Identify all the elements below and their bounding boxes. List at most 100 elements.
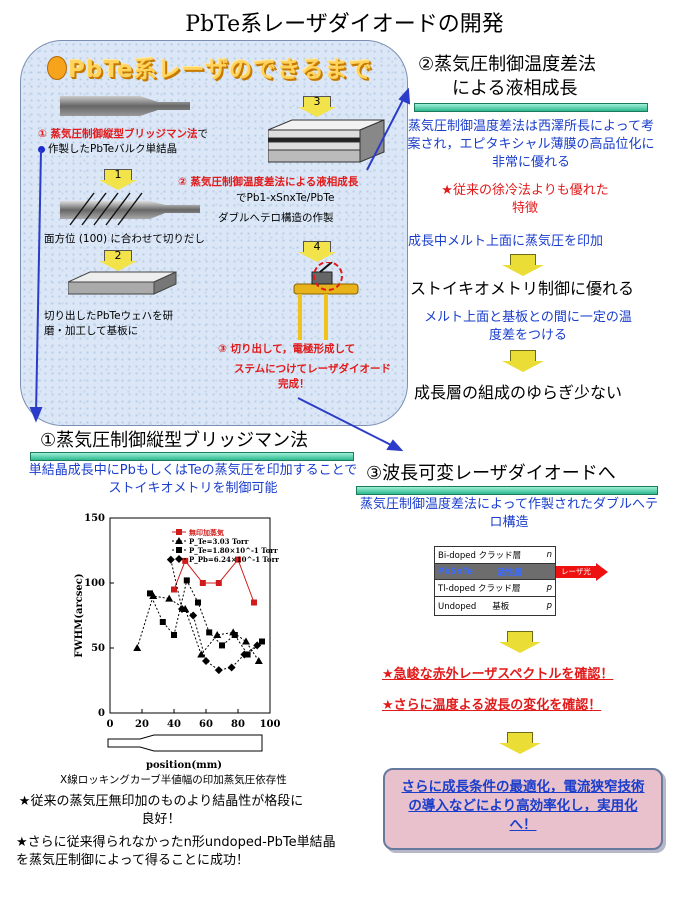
step1-desc: 作製したPbTeバルク単結晶 bbox=[48, 143, 178, 155]
legend-label: 無印加蒸気 bbox=[189, 528, 224, 537]
layer-middle: 基板 bbox=[492, 602, 510, 612]
section2-desc: 蒸気圧制御温度差法は西澤所長によって考案され，エピタキシャル薄膜の高品位化に非常… bbox=[407, 119, 655, 170]
data-point bbox=[159, 619, 166, 625]
data-point bbox=[197, 650, 206, 658]
data-point bbox=[175, 555, 183, 563]
x-tick-label: 40 bbox=[167, 719, 181, 730]
flow-step-2: ストイキオメトリ制御に優れる bbox=[410, 279, 635, 298]
data-point bbox=[240, 650, 249, 659]
step2-formula: でPb1-xSnxTe/PbTe bbox=[236, 192, 335, 204]
data-point bbox=[251, 599, 257, 606]
section1-heading: ①蒸気圧制御縦型ブリッジマン法 bbox=[40, 430, 309, 451]
data-point bbox=[165, 594, 174, 602]
step-arrow-icon: 3 bbox=[298, 96, 336, 117]
layer-middle: 活性層 bbox=[496, 567, 523, 578]
data-point bbox=[213, 631, 222, 638]
y-tick-label: 50 bbox=[91, 643, 105, 654]
chart-caption: X線ロッキングカーブ半値幅の印加蒸気圧依存性 bbox=[60, 774, 287, 786]
x-tick-label: 20 bbox=[135, 719, 149, 730]
layer-name: PbSnTe bbox=[438, 566, 473, 577]
x-tick-label: 0 bbox=[107, 719, 114, 730]
data-point bbox=[202, 657, 210, 665]
flow-step-3: メルト上面と基板との間に一定の温度差をつける bbox=[424, 310, 632, 343]
data-point bbox=[182, 557, 189, 564]
step2-desc: ダブルへテロ構造の作製 bbox=[218, 212, 334, 224]
step3-done: 完成！ bbox=[278, 378, 310, 390]
data-point bbox=[214, 666, 223, 675]
conclusion-box: さらに成長条件の最適化，電流狭窄技術の導入などにより高効率化し，実用化へ！ bbox=[383, 768, 663, 850]
laser-stem-illustration bbox=[293, 262, 359, 340]
cut-crystal-illustration bbox=[60, 192, 200, 226]
y-axis-label: FWHM(arcsec) bbox=[74, 573, 85, 657]
x-tick-label: 80 bbox=[231, 719, 245, 730]
layer-stack: Bi-doped クラッド層 n PbSnTe 活性層 Tl-doped クラッド層… bbox=[434, 546, 556, 616]
data-point bbox=[171, 632, 177, 638]
legend-label: P_Te=3.03 Torr bbox=[189, 537, 249, 546]
section2-heading-1: ②蒸気圧制御温度差法 bbox=[418, 54, 597, 75]
layer-type: p bbox=[546, 583, 552, 593]
bulk-crystal-illustration bbox=[60, 96, 190, 116]
wafer-desc-1: 切り出したPbTeウェハを研 bbox=[44, 310, 174, 322]
laser-output-arrow: レーザ光 bbox=[556, 566, 596, 578]
section1-desc: 単結晶成長中にPbもしくはTeの蒸気圧を印加することでストイキオメトリを制御可能 bbox=[28, 463, 358, 496]
result-2: ★さらに温度よる波長の変化を確認！ bbox=[382, 698, 602, 713]
down-arrow-icon bbox=[499, 631, 541, 653]
layer-type: n bbox=[546, 550, 552, 560]
section1-rule bbox=[30, 452, 354, 461]
data-point bbox=[206, 629, 213, 636]
step-number: 4 bbox=[313, 240, 321, 253]
section3-desc: 蒸気圧制御温度差法によって作製されたダブルへテロ構造 bbox=[360, 497, 658, 530]
bullet-icon bbox=[47, 56, 67, 80]
step-number: 1 bbox=[114, 168, 122, 181]
section2-note: ★従来の徐冷法よりも優れた特徴 bbox=[441, 183, 609, 216]
ampoule-shape bbox=[107, 734, 263, 752]
wafer-desc-2: 磨・加工して基板に bbox=[44, 325, 139, 337]
step2-label: ② 蒸気圧制御温度差法による液相成長 bbox=[178, 176, 359, 188]
laser-label: レーザ光 bbox=[561, 567, 591, 576]
data-point bbox=[259, 638, 265, 645]
data-point bbox=[253, 641, 262, 650]
layer-row: Undoped 基板 p bbox=[435, 597, 555, 615]
step3-label: ③ 切り出して，電極形成して bbox=[218, 343, 356, 355]
section1-star1: ★従来の蒸気圧無印加のものより結晶性が格段に良好！ bbox=[18, 794, 304, 827]
cut-desc: 面方位 (100) に合わせて切りだし bbox=[44, 233, 205, 245]
data-point bbox=[215, 580, 222, 586]
step-arrow-icon: 1 bbox=[99, 168, 137, 190]
series-line bbox=[149, 578, 263, 656]
data-point bbox=[219, 642, 225, 649]
step-arrow-icon: 4 bbox=[298, 240, 336, 262]
arrow-head-icon bbox=[596, 563, 608, 581]
data-point bbox=[178, 605, 186, 613]
data-point bbox=[254, 657, 263, 664]
data-point bbox=[176, 529, 182, 535]
y-tick-label: 0 bbox=[98, 708, 105, 719]
step1-label: ① 蒸気圧制御縦型ブリッジマン法で bbox=[38, 128, 209, 140]
result-1: ★急峻な赤外レーザスペクトルを確認！ bbox=[382, 667, 614, 682]
data-point bbox=[235, 556, 241, 563]
plot-frame bbox=[109, 517, 271, 714]
layer-type: p bbox=[546, 601, 552, 611]
data-point bbox=[227, 663, 236, 672]
layer-row-active: PbSnTe 活性層 bbox=[435, 564, 555, 580]
series-line bbox=[173, 558, 255, 603]
layer-name: Undoped bbox=[438, 602, 477, 612]
panel-banner: PbTe系レーザのできるまで bbox=[68, 57, 373, 83]
step-number: 2 bbox=[114, 249, 122, 262]
heterostructure-illustration bbox=[268, 119, 385, 163]
down-arrow-icon bbox=[502, 254, 544, 276]
layer-name: Bi-doped クラッド層 bbox=[438, 551, 522, 561]
data-point bbox=[199, 580, 206, 586]
y-tick-label: 150 bbox=[84, 513, 105, 524]
data-point bbox=[147, 590, 153, 597]
down-arrow-icon bbox=[499, 732, 541, 754]
wafer-illustration bbox=[68, 271, 177, 295]
data-point bbox=[195, 599, 201, 606]
layer-row: Bi-doped クラッド層 n bbox=[435, 547, 555, 564]
data-point bbox=[175, 537, 183, 544]
section2-heading-2: による液相成長 bbox=[452, 78, 578, 99]
data-point bbox=[231, 632, 238, 638]
page-title: PbTe系レーザダイオードの開発 bbox=[185, 12, 504, 37]
flow-step-1: 成長中メルト上面に蒸気圧を印加 bbox=[408, 234, 604, 249]
